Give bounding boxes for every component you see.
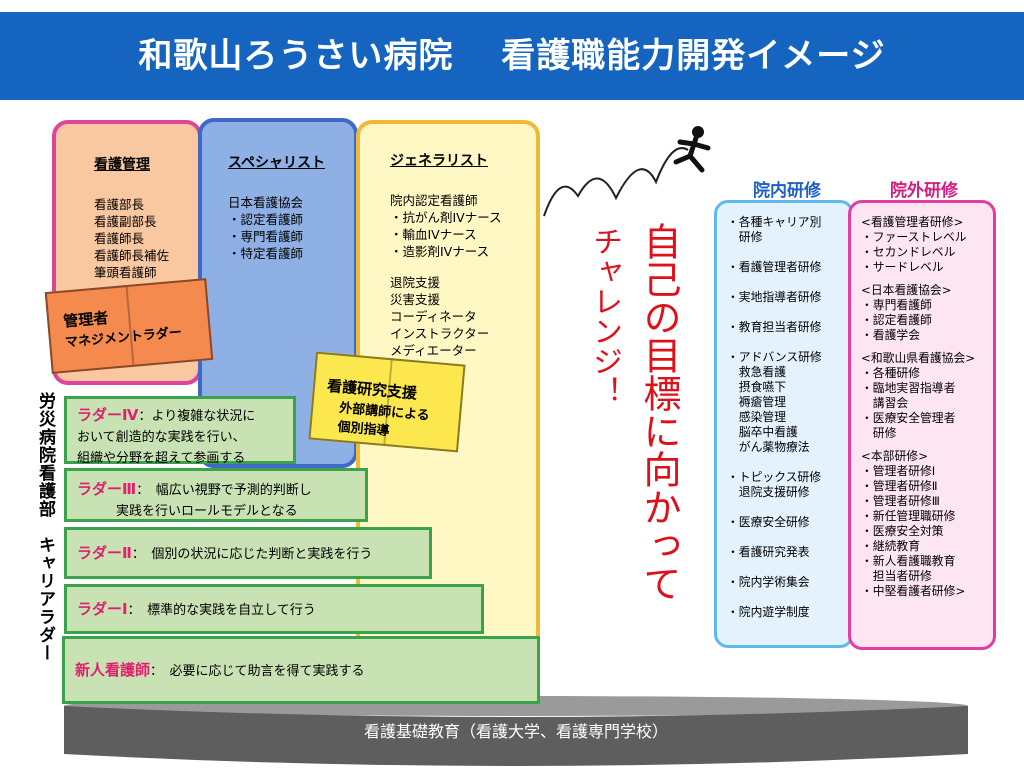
ladder-label: ラダーⅣ	[77, 406, 139, 424]
column-line: 院内認定看護師	[390, 193, 478, 208]
column-line: コーディネータ	[390, 309, 477, 324]
spacer	[727, 335, 851, 350]
ladder-description: ： 幅広い視野で予測的判断し 実践を行いロールモデルとなる	[116, 483, 312, 519]
column-line: ・認定看護師	[228, 212, 304, 227]
external-training-heading: 院外研修	[890, 181, 958, 201]
column-line: 看護師長補佐	[94, 248, 170, 263]
ladder-label: ラダーⅠ	[77, 600, 128, 618]
ladder-step-1: ラダーⅠ： 標準的な実践を自立して行う	[64, 584, 484, 634]
external-training-box: <看護管理者研修> ・ファーストレベル ・セカンドレベル ・サードレベル <日本…	[848, 200, 996, 650]
challenge-text-main: 自己の目標に向かって	[637, 222, 681, 602]
column-line: インストラクター	[390, 326, 490, 341]
column-line: 筆頭看護師	[94, 265, 157, 280]
page-title: 和歌山ろうさい病院 看護職能力開発イメージ	[138, 36, 886, 76]
training-item: ・教育担当者研修	[727, 320, 822, 334]
column-line: ・抗がん剤IVナース	[390, 210, 502, 225]
ladder-label: ラダーⅡ	[77, 544, 132, 562]
ladder-step-2: ラダーⅡ： 個別の状況に応じた判断と実践を行う	[64, 527, 432, 579]
column-line: 災害支援	[390, 292, 441, 307]
training-group: <和歌山県看護協会> ・各種研修 ・臨地実習指導者 講習会 ・医療安全管理者 研…	[861, 351, 976, 440]
spacer	[727, 560, 851, 575]
spacer	[727, 530, 851, 545]
column-heading: スペシャリスト	[228, 155, 326, 171]
running-person-icon	[673, 126, 711, 173]
spacer	[727, 455, 851, 470]
spacer	[390, 260, 536, 274]
header-bar	[0, 12, 1024, 100]
ladder-description: ：より複雑な状況に おいて創造的な実践を行い、 組織や分野を超えて参画する	[77, 409, 256, 466]
ladder-description: ： 個別の状況に応じた判断と実践を行う	[131, 547, 373, 562]
research-support-book: 看護研究支援 外部講師による 個別指導	[308, 351, 466, 453]
training-item: ・アドバンス研修 救急看護 摂食嚥下 褥瘡管理 感染管理 脳卒中看護 がん薬物療…	[727, 350, 822, 454]
training-group: <看護管理者研修> ・ファーストレベル ・セカンドレベル ・サードレベル	[861, 215, 967, 274]
training-item: ・トピックス研修 退院支援研修	[727, 470, 822, 499]
management-ladder-book: 管理者 マネジメントラダー	[44, 278, 214, 374]
spacer	[861, 441, 993, 449]
column-heading: ジェネラリスト	[390, 153, 488, 169]
training-item: ・各種キャリア別 研修	[727, 215, 822, 244]
training-item: ・実地指導者研修	[727, 290, 822, 304]
column-line: ・輸血IVナース	[390, 227, 477, 242]
column-line: 看護副部長	[94, 214, 157, 229]
in-hospital-training-heading: 院内研修	[753, 181, 821, 201]
training-group: <本部研修> ・管理者研修Ⅰ ・管理者研修Ⅱ ・管理者研修Ⅲ ・新任管理職研修 …	[861, 449, 966, 598]
training-item: ・医療安全研修	[727, 515, 810, 529]
training-item: ・院内遊学制度	[727, 605, 810, 619]
ladder-step-new-nurse: 新人看護師： 必要に応じて助言を得て実践する	[62, 636, 540, 704]
column-line: 看護部長	[94, 197, 145, 212]
column-line: 看護師長	[94, 231, 145, 246]
career-ladder-side-label: 労災病院看護部 キャリアラダー	[35, 392, 55, 662]
training-item: ・院内学術集会	[727, 575, 810, 589]
ladder-step-3: ラダーⅢ： 幅広い視野で予測的判断し 実践を行いロールモデルとなる	[64, 468, 368, 522]
spacer	[861, 343, 993, 351]
spacer	[861, 275, 993, 283]
column-line: 退院支援	[390, 275, 441, 290]
spacer	[727, 500, 851, 515]
spacer	[727, 590, 851, 605]
spacer	[727, 245, 851, 260]
column-line: ・専門看護師	[228, 229, 304, 244]
training-item: ・看護研究発表	[727, 545, 810, 559]
column-line: ・特定看護師	[228, 246, 304, 261]
ladder-description: ： 必要に応じて助言を得て実践する	[150, 664, 365, 679]
challenge-arc	[543, 126, 711, 217]
training-item: ・看護管理者研修	[727, 260, 822, 274]
ladder-description: ： 標準的な実践を自立して行う	[127, 603, 316, 618]
in-hospital-training-box: ・各種キャリア別 研修 ・看護管理者研修 ・実地指導者研修 ・教育担当者研修 ・…	[714, 200, 854, 648]
column-line: メディエーター	[390, 343, 477, 358]
column-line: ・造影剤IVナース	[390, 244, 490, 259]
ladder-step-4: ラダーⅣ：より複雑な状況に おいて創造的な実践を行い、 組織や分野を超えて参画す…	[64, 396, 296, 466]
column-line: 日本看護協会	[228, 195, 304, 210]
challenge-text-sub: チャレンジ！	[587, 226, 622, 406]
ladder-label: ラダーⅢ	[77, 480, 137, 498]
spacer	[727, 305, 851, 320]
spacer	[727, 275, 851, 290]
base-education-label: 看護基礎教育（看護大学、看護専門学校）	[363, 722, 668, 741]
column-heading: 看護管理	[94, 157, 150, 173]
ladder-label: 新人看護師	[75, 661, 151, 679]
training-group: <日本看護協会> ・専門看護師 ・認定看護師 ・看護学会	[861, 283, 952, 342]
